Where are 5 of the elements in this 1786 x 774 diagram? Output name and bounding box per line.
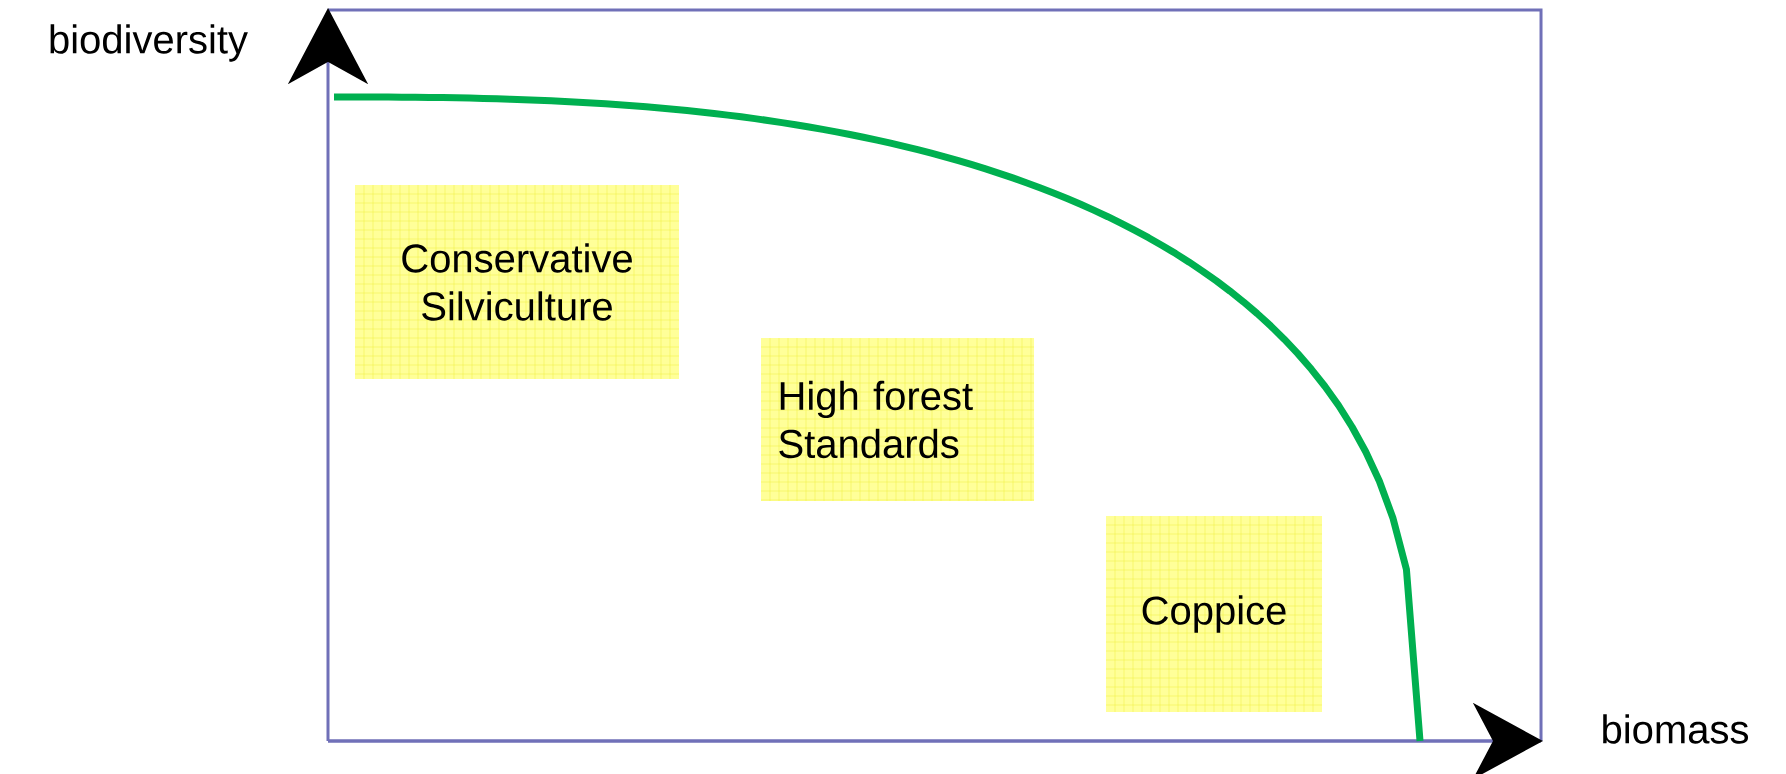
axis-label: biomass <box>1603 714 1748 744</box>
text-box: Coppice <box>1105 515 1323 713</box>
text-box: High forest Standards <box>760 337 1035 502</box>
axis-label: biodiversity <box>50 24 248 62</box>
text-box: Conservative Silviculture <box>354 184 680 380</box>
